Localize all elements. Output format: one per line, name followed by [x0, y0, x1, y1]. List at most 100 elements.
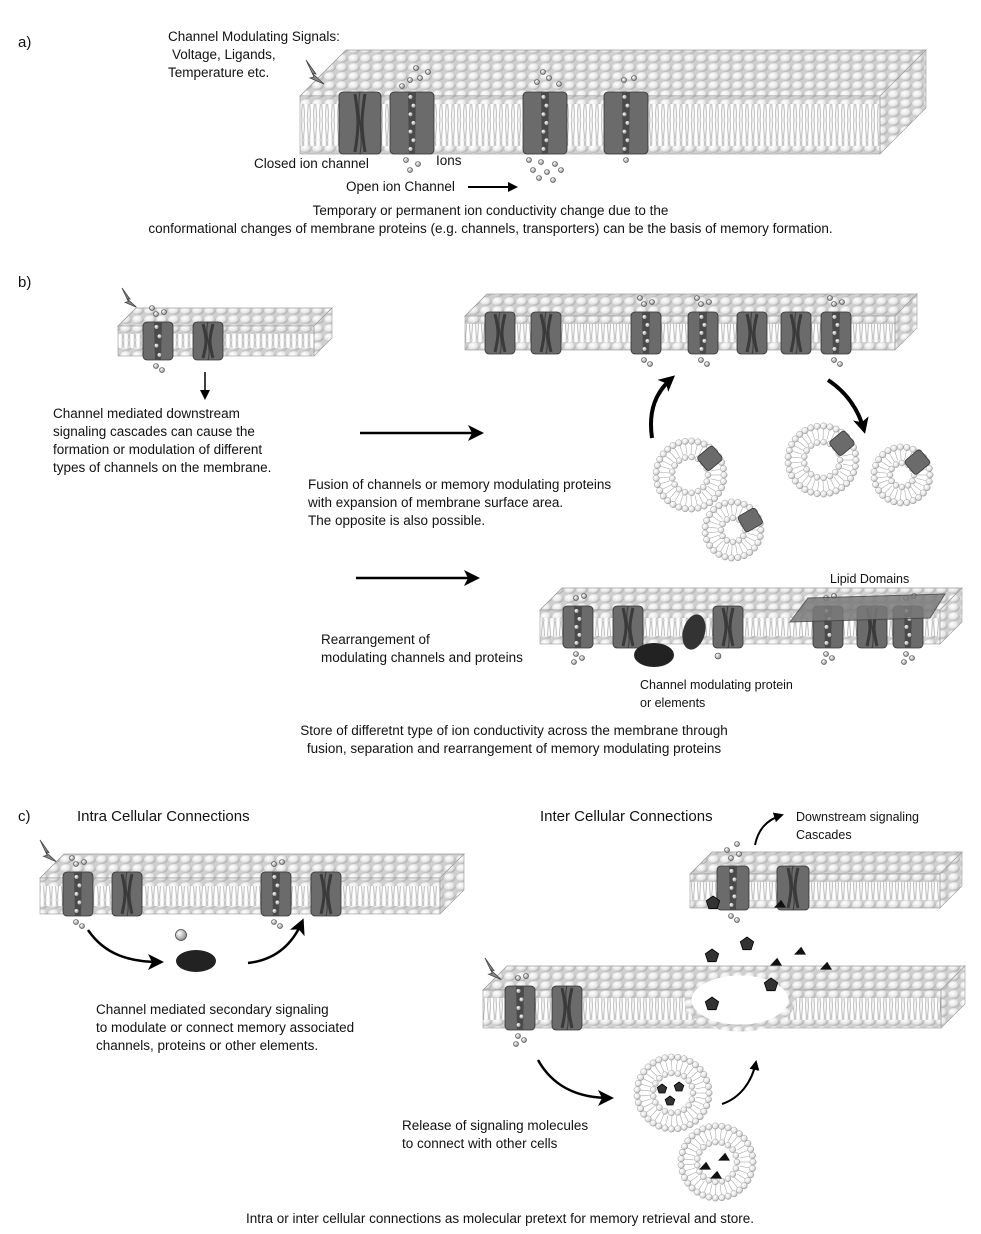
ion	[546, 75, 552, 81]
outer-headgroup	[736, 1186, 743, 1194]
lipid-tail	[836, 474, 845, 482]
channel-gate	[745, 313, 759, 353]
arrow-vesicle-bud	[826, 378, 869, 434]
lipid-tail	[675, 1115, 678, 1126]
outer-headgroup	[801, 427, 809, 434]
outer-headgroup	[640, 1068, 648, 1076]
lipid-tail	[660, 480, 670, 485]
ion	[839, 299, 845, 305]
inner-headgroup	[886, 471, 894, 479]
closed-ion-channel	[612, 605, 644, 649]
lipid-tail	[703, 1183, 709, 1193]
lipid-bilayer	[39, 853, 465, 915]
outer-headgroup	[826, 423, 834, 431]
outer-headgroup	[659, 450, 667, 458]
inner-headgroup	[689, 1089, 697, 1097]
lipid-tail	[684, 1158, 695, 1161]
outer-headgroup	[656, 456, 664, 463]
ion	[576, 632, 583, 638]
ion	[631, 75, 637, 81]
downstream-c-2: Cascades	[796, 828, 852, 842]
lipid-tail	[643, 1078, 653, 1084]
inner-headgroup	[705, 1177, 713, 1184]
lipid-tail	[910, 486, 918, 496]
inner-headgroup	[685, 1102, 692, 1109]
outer-headgroup	[925, 478, 933, 485]
lipid-tail	[662, 460, 672, 466]
lipid-tail	[704, 489, 713, 497]
inner-headgroup	[675, 486, 683, 493]
outer-headgroup	[705, 1123, 713, 1131]
lipid-tail	[679, 1061, 684, 1072]
open-ion-channel	[389, 65, 435, 173]
outer-headgroup	[801, 486, 809, 493]
inner-headgroup	[719, 520, 726, 528]
inner-headgroup	[703, 478, 710, 485]
outer-headgroup	[903, 444, 911, 451]
lipid-tail	[679, 494, 684, 505]
lipid-tail	[708, 526, 719, 529]
lipid-tails	[690, 882, 940, 900]
modulating-protein	[682, 614, 706, 650]
inner-headgroup	[712, 1178, 719, 1186]
lipid-tail	[698, 493, 704, 504]
inner-headgroup	[669, 468, 676, 475]
closed-ion-channel	[310, 871, 342, 917]
ion	[410, 120, 417, 126]
lipid-tail	[791, 456, 802, 459]
outer-headgroup	[693, 1128, 701, 1136]
lipid-tail	[690, 1175, 699, 1182]
outer-headgroup	[909, 445, 917, 453]
outer-headgroup	[747, 1171, 755, 1179]
outer-headgroup	[705, 1083, 712, 1090]
outer-headgroup	[884, 495, 892, 503]
lipid-tail	[817, 480, 820, 491]
ion	[734, 841, 740, 847]
outer-headgroup	[832, 487, 840, 495]
ion	[704, 361, 710, 367]
outer-headgroup	[700, 440, 708, 448]
lipid-tail	[643, 1102, 653, 1108]
lipid-tail	[659, 476, 670, 479]
closed-ion-channel	[484, 311, 516, 355]
ion	[515, 1033, 521, 1039]
ion	[410, 137, 417, 144]
lipid-tail	[687, 1110, 694, 1119]
outer-headgroup	[655, 1122, 663, 1130]
ion	[161, 309, 167, 315]
lipid-tail	[735, 505, 738, 516]
ion	[823, 640, 830, 646]
outer-headgroup	[656, 487, 664, 494]
inner-headgroup	[704, 471, 712, 479]
outer-headgroup	[820, 422, 828, 430]
channel-seam	[565, 985, 569, 1031]
lipid-tail	[801, 436, 809, 445]
inner-headgroup	[700, 1144, 707, 1151]
ion	[521, 1037, 527, 1043]
channel-gate	[201, 323, 215, 359]
outer-headgroup	[711, 495, 719, 502]
membranes	[39, 49, 966, 1029]
open-ion-channel	[62, 855, 94, 929]
inner-headgroup	[650, 1093, 657, 1100]
vesicle-channel	[829, 430, 855, 456]
channel-seam	[498, 311, 502, 355]
ions-label: Ions	[436, 153, 462, 168]
ion	[623, 157, 629, 163]
lipid-tail	[791, 461, 802, 464]
ion	[156, 352, 163, 358]
lipid-tail	[842, 453, 853, 457]
release-1: Release of signaling molecules	[402, 1118, 589, 1133]
outer-headgroup	[700, 1071, 708, 1078]
lipid-tail	[709, 1184, 713, 1195]
closed-ion-channel	[736, 311, 768, 355]
outer-headgroup	[684, 1179, 692, 1187]
inner-headgroup	[668, 1109, 675, 1117]
lipid-tail	[694, 495, 698, 506]
outer-headgroup	[680, 1123, 688, 1131]
secondary-1: Channel mediated secondary signaling	[96, 1002, 329, 1017]
signaling-molecule	[699, 1161, 711, 1170]
arrow-release-left	[536, 1059, 614, 1106]
inner-headgroup	[909, 477, 916, 485]
outer-headgroup	[720, 471, 728, 479]
